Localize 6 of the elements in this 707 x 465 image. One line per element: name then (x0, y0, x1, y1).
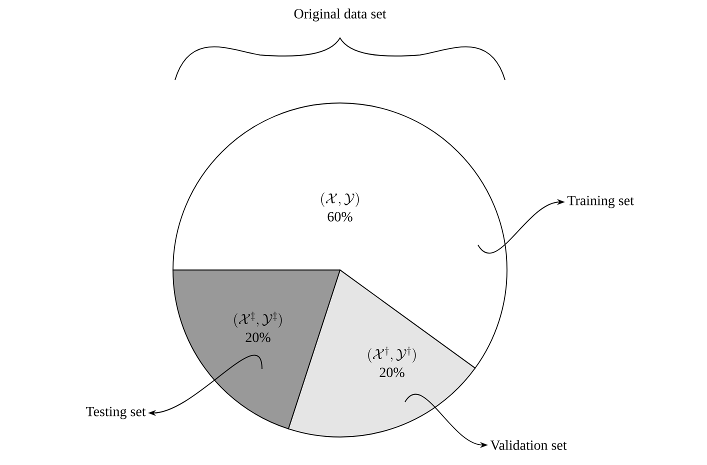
set-label: Validation set (490, 440, 567, 450)
brace-label: Original data set (294, 8, 386, 22)
set-label: Testing set (86, 406, 146, 420)
pie-slice: $(\mathcal{X}^{\ddagger},\mathcal{Y}^{\ddagger})$ 20% (172, 270, 340, 430)
pie-slice: $(\mathcal{X}^{\dagger},\mathcal{Y}^{\dagger})$ 20% (288, 270, 476, 438)
set-label: Training set (567, 196, 634, 208)
